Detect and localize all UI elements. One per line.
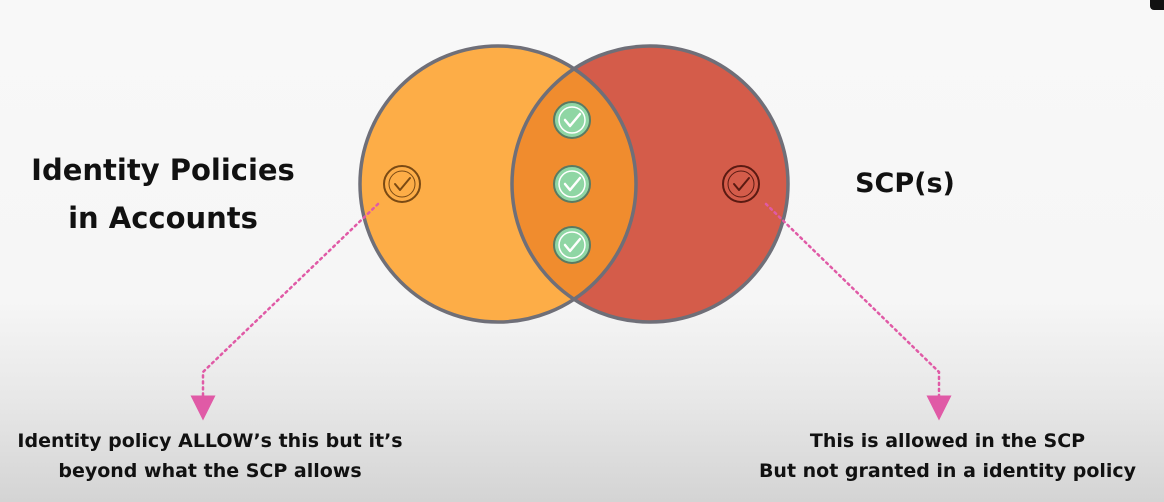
scp-label: SCP(s) xyxy=(855,168,955,199)
identity-policies-label-line: in Accounts xyxy=(68,201,258,235)
scp-outline xyxy=(510,44,790,324)
identity-policies-label-line: Identity Policies xyxy=(31,153,295,187)
left-note: Identity policy ALLOW’s this but it’s be… xyxy=(0,426,420,486)
right-note-line: But not granted in a identity policy xyxy=(758,460,1137,482)
right-note: This is allowed in the SCP But not grant… xyxy=(735,426,1160,486)
left-note-line: Identity policy ALLOW’s this but it’s xyxy=(17,430,403,452)
right-pointer-arrow xyxy=(764,202,952,421)
identity-policies-label: Identity Policies in Accounts xyxy=(18,146,308,242)
left-note-line: beyond what the SCP allows xyxy=(58,460,362,482)
check-circle-icon xyxy=(553,101,591,139)
corner-mark xyxy=(1150,0,1164,10)
right-note-line: This is allowed in the SCP xyxy=(809,430,1086,452)
check-circle-icon xyxy=(383,165,421,203)
check-circle-icon xyxy=(553,165,591,203)
left-pointer-arrow xyxy=(190,202,380,421)
identity-policies-outline xyxy=(358,44,638,324)
check-circle-icon xyxy=(722,165,760,203)
check-circle-icon xyxy=(553,226,591,264)
